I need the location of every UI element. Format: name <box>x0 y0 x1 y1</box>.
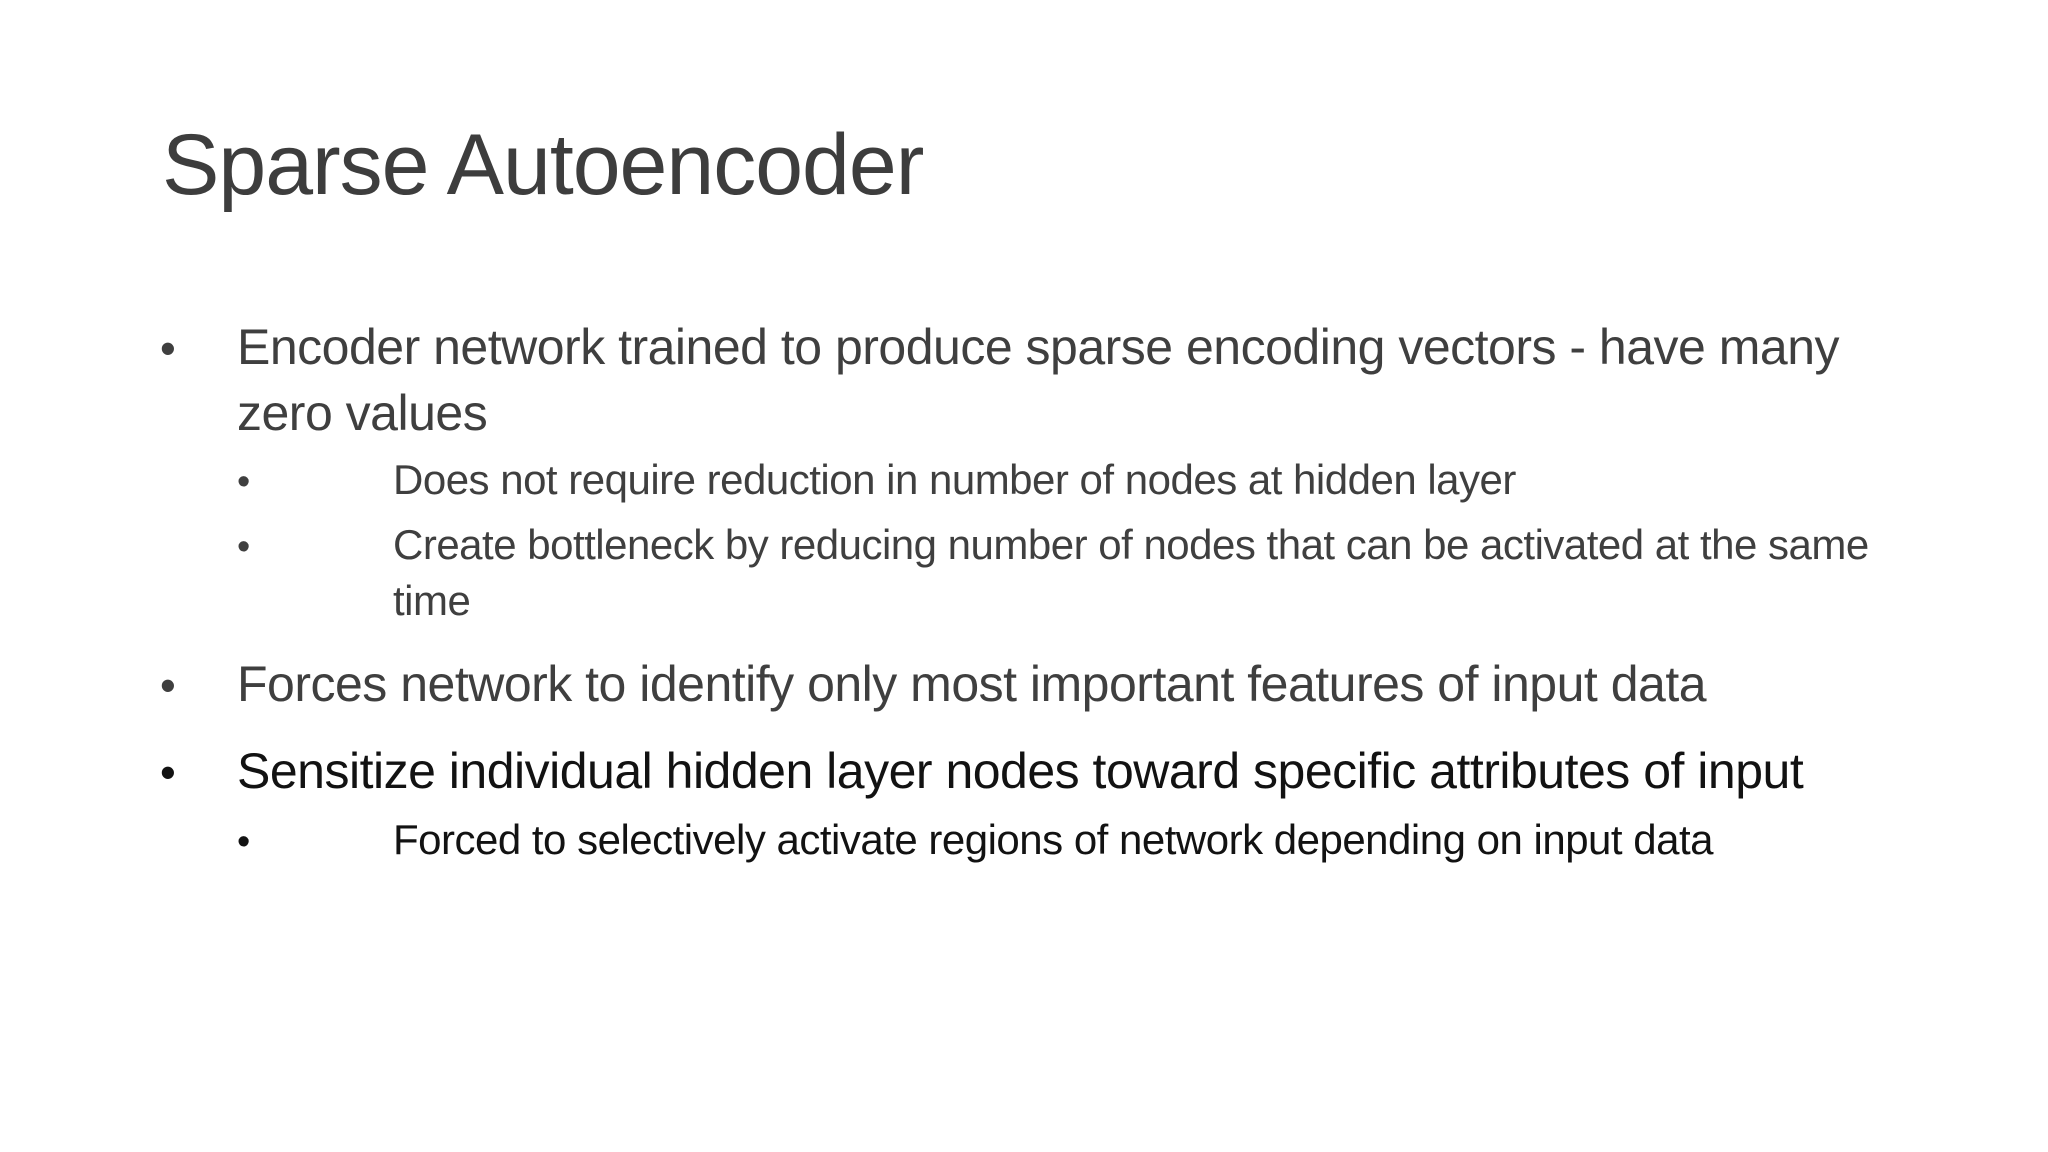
bullet-item-sensitize-nodes: • Sensitize individual hidden layer nodes… <box>160 739 2048 805</box>
bullet-item-forces-network: • Forces network to identify only most im… <box>160 652 2048 718</box>
bullet-icon: • <box>160 747 176 798</box>
bullet-text: Create bottleneck by reducing number of … <box>393 521 1869 568</box>
bullet-text-wrap: time <box>393 577 471 624</box>
bullet-icon: • <box>237 461 250 503</box>
bullet-icon: • <box>237 526 250 568</box>
slide-title: Sparse Autoencoder <box>162 117 924 213</box>
bullet-item-forced-selectively: • Forced to selectively activate regions … <box>237 813 2048 869</box>
bullet-item-create-bottleneck: • Create bottleneck by reducing number of… <box>237 518 2048 628</box>
bullet-text: Does not require reduction in number of … <box>393 456 1516 503</box>
bullet-item-encoder-network: • Encoder network trained to produce spar… <box>160 315 2048 446</box>
bullet-text: Forces network to identify only most imp… <box>237 656 1707 712</box>
bullet-text-wrap: zero values <box>237 385 488 441</box>
bullet-text: Encoder network trained to produce spars… <box>237 319 1840 375</box>
bullet-icon: • <box>160 323 176 374</box>
bullet-text: Forced to selectively activate regions o… <box>393 816 1714 863</box>
bullet-item-does-not-require: • Does not require reduction in number of… <box>237 453 2048 509</box>
bullet-text: Sensitize individual hidden layer nodes … <box>237 743 1804 799</box>
bullet-icon: • <box>160 660 176 711</box>
bullet-icon: • <box>237 821 250 863</box>
